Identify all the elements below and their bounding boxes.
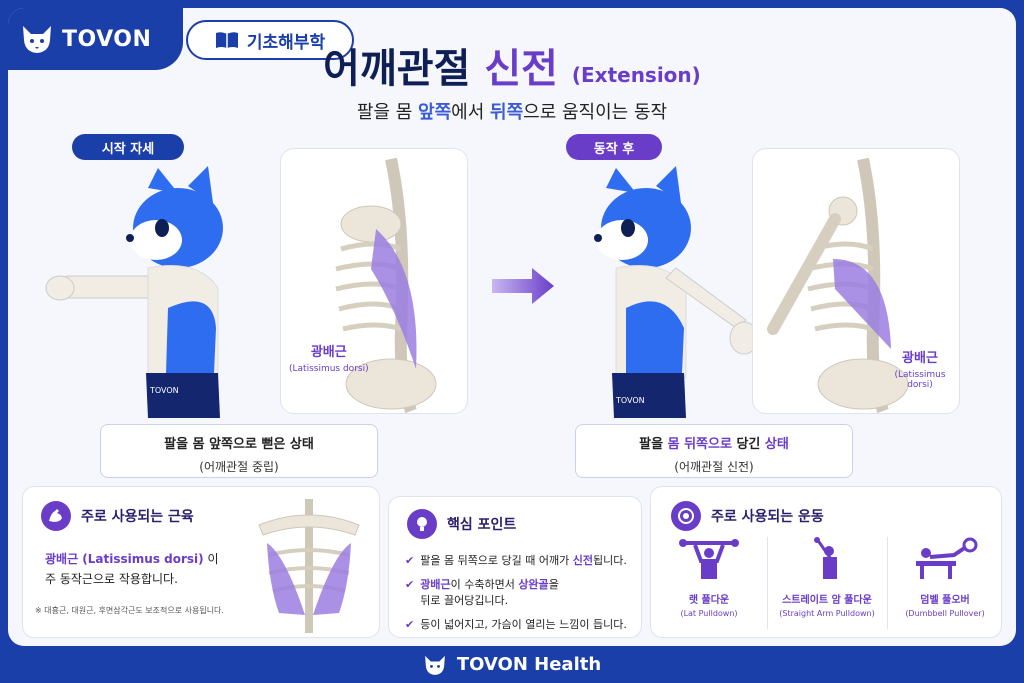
text: 됩니다. [593,554,627,567]
lat-pulldown-icon [679,539,739,579]
topic-label: 기초해부학 [246,32,326,53]
exercise-name-ko: 랫 풀다운 [688,595,730,606]
caption-text: 팔을 [639,437,668,452]
mascot-start-figure: TOVON [45,166,223,418]
brand-logo: TOVON [8,8,183,70]
muscle-label-en: (Latissimus dorsi) [289,364,369,374]
shorts-text: TOVON [615,396,645,405]
title-highlight: 신전 [484,46,558,92]
page-subtitle: 팔을 몸 앞쪽에서 뒤쪽으로 움직이는 동작 [8,98,1016,124]
start-muscle-tag: 광배근 (Latissimus dorsi) [289,341,369,374]
divider [767,537,768,629]
book-icon [215,32,238,48]
brand-name: TOVON [62,26,152,52]
subtitle-text: 으로 움직이는 동작 [523,102,668,123]
arrow-right-icon [492,268,554,304]
text: 을 [548,578,559,591]
text-hl: 상완골 [518,578,549,591]
spine-ribs-illustration [335,157,437,413]
infographic-card: TOVON 기초해부학 어깨관절 신전 (Extension) 팔을 몸 앞쪽에… [8,8,1016,646]
footer-brand: TOVON Health [456,654,602,675]
subtitle-text: 에서 [451,102,491,123]
exercise-name-en: (Dumbbell Pullover) [905,609,985,618]
muscle-label-ko: 광배근 [902,351,938,366]
check-icon: ✔ [405,554,415,567]
exercises-panel: 주로 사용되는 운동 랫 풀다운 (Lat Pulldown) 스트레이트 암 … [650,486,1002,638]
muscles-panel-header: 주로 사용되는 근육 [41,501,194,531]
muscle-label-ko: 광배근 [310,345,347,360]
after-caption: 팔을 몸 뒤쪽으로 당긴 상태 [576,433,852,452]
muscle-name: 광배근 (Latissimus dorsi) [45,552,204,566]
point-item: ✔ 팔을 몸 뒤쪽으로 당길 때 어깨가 신전됩니다. [405,553,627,569]
footer: TOVON Health [0,646,1024,683]
exercise-dumbbell-pullover: 덤벨 풀오버 (Dumbbell Pullover) [889,537,1001,618]
flexed-arm-icon [41,501,71,531]
start-pose-pill: 시작 자세 [72,134,184,160]
mascot-after-figure: TOVON [594,166,759,418]
check-icon: ✔ [405,578,415,591]
point-item: ✔ 등이 넓어지고, 가슴이 열리는 느낌이 듭니다. [405,617,627,633]
after-caption-sub: (어깨관절 신전) [674,460,754,474]
exercise-straight-arm-pulldown: 스트레이트 암 풀다운 (Straight Arm Pulldown) [771,537,883,618]
points-list: ✔ 팔을 몸 뒤쪽으로 당길 때 어깨가 신전됩니다. ✔ 광배근이 수축하면서 상… [405,553,627,641]
start-caption-box: 팔을 몸 앞쪽으로 뻗은 상태 (어깨관절 중립) [100,424,378,478]
muscles-panel-note: ※ 대흉근, 대원근, 후면삼각근도 보조적으로 사용됩니다. [35,606,224,615]
fox-logo-icon [424,655,445,675]
points-panel: 핵심 포인트 ✔ 팔을 몸 뒤쪽으로 당길 때 어깨가 신전됩니다. ✔ 광배근이 … [388,496,642,638]
spine-ribs-illustration [767,157,909,413]
latissimus-muscle [833,259,891,349]
start-caption-sub: (어깨관절 중립) [199,460,279,474]
exercise-name-ko: 스트레이트 암 풀다운 [782,595,872,606]
exercises-panel-title: 주로 사용되는 운동 [711,509,824,525]
after-pose-pill: 동작 후 [566,134,662,160]
topic-badge: 기초해부학 [186,20,354,60]
exercise-name-en: (Straight Arm Pulldown) [779,609,875,618]
text-hl: 광배근 [420,578,451,591]
check-icon: ✔ [405,618,415,631]
caption-text: 당긴 [731,437,765,452]
after-anatomy-panel: 광배근 (Latissimus dorsi) [752,148,960,414]
straight-arm-pulldown-icon [814,537,837,579]
after-muscle-tag: 광배근 (Latissimus dorsi) [881,347,959,390]
shorts-text: TOVON [149,386,179,395]
caption-hl: 상태 [764,437,789,452]
dumbbell-pullover-icon [916,537,978,579]
points-panel-title: 핵심 포인트 [447,517,517,533]
caption-hl: 몸 뒤쪽으로 [667,437,732,452]
divider [887,537,888,629]
back-muscles-illustration [258,499,360,633]
target-icon [671,501,701,531]
text: 팔을 몸 뒤쪽으로 당길 때 어깨가 [420,554,573,567]
subtitle-back: 뒤쪽 [490,102,524,123]
muscle-text: 주 동작근으로 작용합니다. [45,572,178,586]
point-text: 등이 넓어지고, 가슴이 열리는 느낌이 듭니다. [420,618,627,631]
title-english: (Extension) [571,63,701,87]
text-hl: 신전 [572,554,594,567]
muscles-panel: 주로 사용되는 근육 광배근 (Latissimus dorsi) 이 주 동작… [22,486,380,638]
points-panel-header: 핵심 포인트 [407,509,516,539]
start-anatomy-panel: 광배근 (Latissimus dorsi) [280,148,468,414]
muscles-panel-text: 광배근 (Latissimus dorsi) 이 주 동작근으로 작용합니다. [45,549,219,589]
latissimus-muscle [371,229,417,369]
page-title: 어깨관절 신전 (Extension) [8,36,1016,94]
exercise-name-ko: 덤벨 풀오버 [920,595,970,606]
muscles-panel-title: 주로 사용되는 근육 [81,509,194,525]
text: 뒤로 끌어당깁니다. [420,594,509,607]
start-caption: 팔을 몸 앞쪽으로 뻗은 상태 [164,437,314,452]
exercise-lat-pulldown: 랫 풀다운 (Lat Pulldown) [653,537,765,618]
text: 이 수축하면서 [450,578,519,591]
subtitle-text: 팔을 몸 [356,102,419,123]
title-main: 어깨관절 [323,46,471,92]
muscle-text: 이 [203,552,219,566]
after-caption-box: 팔을 몸 뒤쪽으로 당긴 상태 (어깨관절 신전) [575,424,853,478]
exercise-name-en: (Lat Pulldown) [680,609,738,618]
point-text: 팔을 몸 뒤쪽으로 당길 때 어깨가 신전됩니다. [420,553,627,569]
lightbulb-icon [407,509,437,539]
exercises-panel-header: 주로 사용되는 운동 [671,501,824,531]
subtitle-front: 앞쪽 [418,102,452,123]
muscle-label-en: (Latissimus dorsi) [894,370,946,390]
fox-logo-icon [23,26,51,53]
